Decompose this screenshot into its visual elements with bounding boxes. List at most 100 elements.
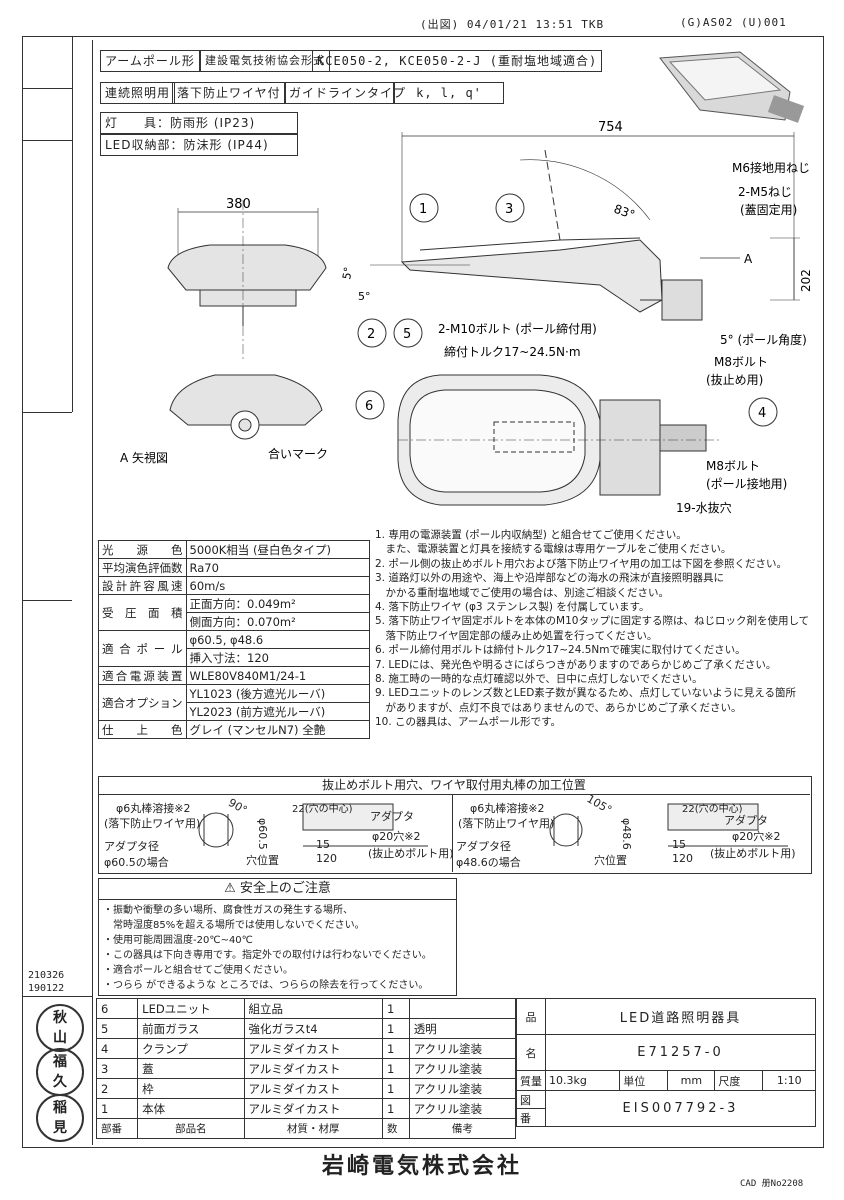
product-thumbnail	[659, 51, 805, 123]
stamp-3: 稲見	[36, 1094, 84, 1142]
spec-key: 光源色	[98, 540, 187, 559]
spec-value: 側面方向：0.070m²	[185, 612, 370, 631]
left-hole: φ20穴※2	[372, 830, 421, 843]
m8b-label: M8ボルト	[706, 459, 760, 473]
safety-line: ・この器具は下向き専用です。指定外での取付けは行わないでください。	[103, 950, 432, 961]
m6-label: M6接地用ねじ	[732, 160, 810, 175]
led-housing-label: LED収納部：防沫形 (IP44)	[100, 134, 298, 156]
note-line: 7. LEDには、発光色や明るさにばらつきがありますのであらかじめご了承ください…	[375, 658, 777, 671]
note-line: 5. 落下防止ワイヤ固定ボルトを本体のM10タップに固定する際は、ねじロック剤を…	[375, 615, 810, 628]
callout-2	[357, 318, 387, 348]
note-line: また、電源装置と灯具を接続する電線は専用ケーブルをご使用ください。	[375, 543, 732, 556]
callout-5-text: 5	[403, 327, 411, 342]
left-case: φ60.5の場合	[104, 856, 169, 869]
left-dim-15: 15	[316, 838, 330, 851]
callout-1	[409, 193, 439, 223]
guideline-label: ガイドラインタイプ	[284, 82, 405, 104]
m5-sub-label: (蓋固定用)	[740, 202, 797, 217]
callout-4	[748, 397, 778, 427]
callout-6	[355, 390, 385, 420]
spec-value: WLE80V840M1/24-1	[185, 666, 370, 685]
dim-754: 754	[598, 120, 623, 135]
spec-key: 受圧面積	[98, 594, 187, 631]
callout-4-text: 4	[758, 406, 766, 421]
detail-panel	[98, 776, 812, 874]
top-view	[397, 374, 720, 506]
left-hole-sub: (抜止めボルト用)	[368, 847, 454, 860]
left-adapter-dia: アダプタ径	[104, 840, 159, 853]
callout-6-text: 6	[365, 399, 373, 414]
spec-key: 設計許容風速	[98, 576, 187, 595]
spec-key: 適合オプション	[98, 684, 187, 721]
view-a-label: A 矢視図	[120, 450, 168, 465]
spec-value: 5000K相当 (昼白色タイプ)	[185, 540, 370, 559]
spec-value: 60m/s	[185, 576, 370, 595]
note-line: 10. この器具は、アームポール形です。	[375, 716, 562, 729]
torque-label: 締付トルク17~24.5N·m	[444, 344, 581, 359]
right-dim-22: 22(穴の中心)	[682, 804, 743, 815]
right-adapter-dia: アダプタ径	[456, 840, 511, 853]
m5-label: 2-M5ねじ	[738, 185, 792, 199]
angle-83: 83°	[612, 202, 637, 222]
arrow-a-label: A	[744, 252, 753, 266]
stamp-3-text: 稲見	[53, 1100, 67, 1136]
drain-label: 19-水抜穴	[676, 500, 732, 515]
m10-label: 2-M10ボルト (ポール締付用)	[438, 321, 597, 336]
safety-line: 常時湿度85%を超える場所では使用しないでください。	[103, 920, 365, 931]
header-code: (G)AS02 (U)001	[680, 16, 787, 29]
left-hole-pos: 穴位置	[246, 854, 279, 867]
mass-value: 10.3kg	[544, 1070, 621, 1091]
note-line: 3. 道路灯以外の用途や、海上や沿岸部などの海水の飛沫が直接照明器具に	[375, 572, 725, 585]
left-rod-label: φ6丸棒溶接※2	[116, 802, 191, 815]
drawing-frame	[22, 36, 824, 1148]
spec-key: 仕上色	[98, 720, 187, 739]
company-name: 岩崎電気株式会社	[321, 1154, 522, 1179]
safety-line: ・適合ポールと組合せてご使用ください。	[103, 965, 293, 976]
callout-3	[495, 193, 525, 223]
pole-angle-label: 5° (ポール角度)	[720, 332, 807, 347]
spec-key: 平均演色評価数	[98, 558, 187, 577]
wire-label: 落下防止ワイヤ付	[172, 82, 286, 104]
side-view	[370, 132, 800, 321]
notes-list: 1. 専用の電源装置 (ポール内収納型) と組合せてご使用ください。 また、電源…	[375, 528, 815, 730]
product-name: LED道路照明器具	[545, 998, 816, 1035]
left-adapter: アダプタ	[370, 810, 414, 823]
warning-icon: ⚠	[224, 881, 236, 896]
spec-value: YL2023 (前方遮光ルーバ)	[185, 702, 370, 721]
safety-line: ・使用可能周囲温度-20℃~40℃	[103, 935, 253, 946]
callout-3-text: 3	[505, 202, 513, 217]
dim-380: 380	[226, 197, 251, 212]
model-label: KCE050-2, KCE050-2-J (重耐塩地域適合)	[312, 50, 603, 72]
right-adapter: アダプタ	[724, 814, 768, 827]
front-view	[167, 200, 327, 360]
right-dim-120: 120	[672, 852, 693, 865]
header-meta: (出図) 04/01/21 13:51 TKB	[420, 18, 605, 31]
detail-drawing	[198, 803, 788, 848]
side-date-2: 190122	[28, 983, 65, 994]
note-line: 落下防止ワイヤ固定部の緩み止め処置を行ってください。	[375, 629, 658, 642]
safety-panel: ⚠ 安全上のご注意 ・振動や衝撃の多い場所、腐食性ガスの発生する場所、 常時湿度…	[98, 878, 457, 996]
note-line: かかる重耐塩地域でご使用の場合は、別途ご相談ください。	[375, 586, 669, 599]
side-date-1: 210326	[28, 970, 65, 981]
lamp-body-label: 灯 具：防雨形 (IP23)	[100, 112, 298, 134]
spec-key: 適合ポール	[98, 630, 187, 667]
m8a-sub-label: (抜止め用)	[706, 373, 763, 387]
note-line: がありますが、点灯不良ではありませんので、あらかじめご了承ください。	[375, 701, 742, 714]
note-line: 4. 落下防止ワイヤ (φ3 ステンレス製) を付属しています。	[375, 601, 650, 614]
types-label: k, l, q'	[394, 82, 504, 104]
spec-value: YL1023 (後方遮光ルーバ)	[185, 684, 370, 703]
callout-5	[393, 318, 423, 348]
right-hole: φ20穴※2	[732, 830, 781, 843]
m8b-sub-label: (ポール接地用)	[706, 476, 787, 491]
angle-5a: 5°	[340, 266, 355, 281]
product-code: E71257-0	[545, 1034, 816, 1071]
right-rod-sub: (落下防止ワイヤ用)	[458, 817, 555, 830]
dim-202: 202	[799, 269, 813, 292]
right-case: φ48.6の場合	[456, 856, 521, 869]
spec-value: φ60.5, φ48.6	[185, 630, 370, 649]
